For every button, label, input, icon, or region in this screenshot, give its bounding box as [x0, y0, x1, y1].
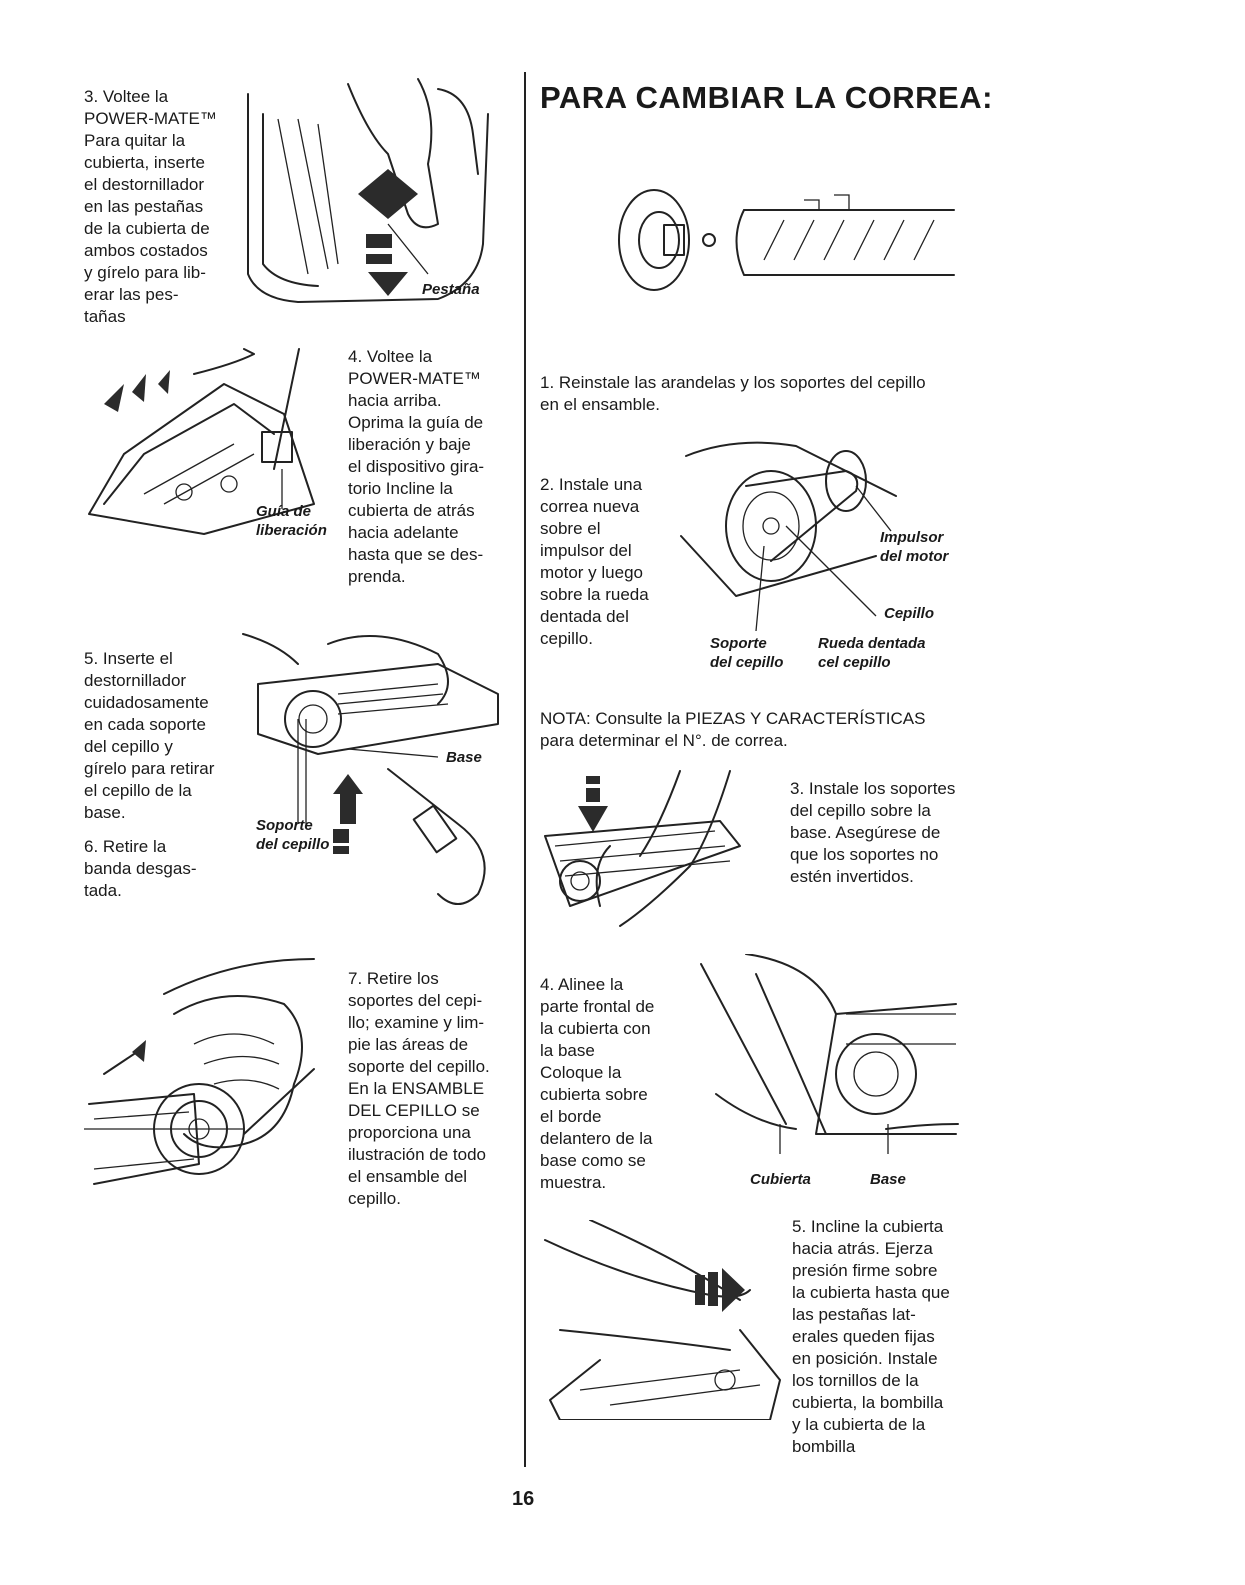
- step7-illustration: [84, 954, 334, 1224]
- label-guia-liberacion: Guía de liberación: [256, 503, 327, 539]
- step3-text: 3. Voltee la POWER-MATE™ Para quitar la …: [84, 87, 217, 326]
- right-step4-illustration: [696, 954, 962, 1154]
- label-pestana: Pestaña: [422, 281, 480, 298]
- label-base-right: Base: [870, 1171, 906, 1188]
- step5-text-content: 5. Inserte el destornillador cuidadosame…: [84, 649, 215, 822]
- nota-text: NOTA: Consulte la PIEZAS Y CARACTERÍSTIC…: [540, 709, 926, 750]
- label-base: Base: [446, 749, 482, 766]
- step4-text: 4. Voltee la POWER-MATE™ hacia arriba. O…: [348, 347, 485, 586]
- right-step3-illustration: [540, 766, 780, 936]
- label-soporte-cepillo: Soporte del cepillo: [256, 817, 330, 853]
- step5-illustration: [238, 624, 508, 914]
- step3-illustration: [238, 74, 498, 314]
- page-title: PARA CAMBIAR LA CORREA:: [540, 80, 993, 115]
- label-rueda-dentada: Rueda dentada cel cepillo: [818, 635, 926, 671]
- right-step2-text: 2. Instale una correa nueva sobre el imp…: [540, 475, 649, 648]
- right-step1-text: 1. Reinstale las arandelas y los soporte…: [540, 373, 926, 414]
- right-step5-illustration: [540, 1220, 790, 1420]
- brush-assembly-illustration: [604, 180, 964, 300]
- step6-text: 6. Retire la banda desgas- tada.: [84, 837, 197, 900]
- label-impulsor-motor: Impulsor del motor: [880, 529, 949, 565]
- right-step4-text: 4. Alinee la parte frontal de la cubiert…: [540, 975, 655, 1192]
- label-soporte-del-cepillo: Soporte del cepillo: [710, 635, 784, 671]
- right-step3-text: 3. Instale los soportes del cepillo sobr…: [790, 779, 956, 886]
- page-number: 16: [512, 1488, 535, 1510]
- step4-illustration: [84, 344, 344, 544]
- column-divider: [524, 72, 526, 1467]
- label-cepillo: Cepillo: [884, 605, 935, 622]
- step2-illustration: [676, 436, 906, 636]
- label-cubierta: Cubierta: [750, 1171, 811, 1188]
- step7-text: 7. Retire los soportes del cepi- llo; ex…: [348, 969, 490, 1208]
- right-step5-text: 5. Incline la cubierta hacia atrás. Ejer…: [792, 1217, 950, 1456]
